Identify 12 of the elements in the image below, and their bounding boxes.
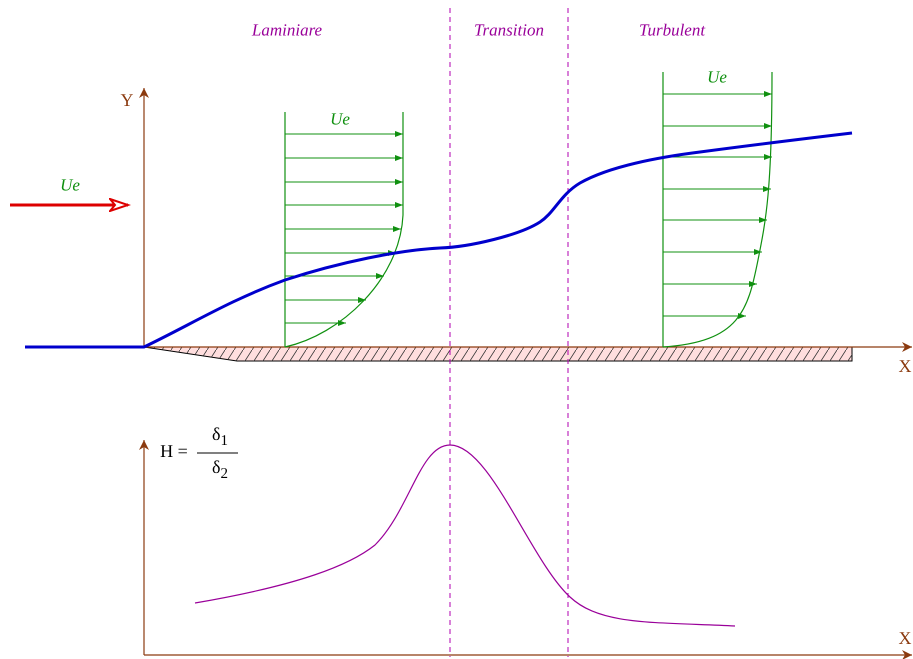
velocity-label: Ue	[60, 176, 80, 194]
velocity-label: Ue	[330, 110, 350, 128]
region-label: Turbulent	[638, 22, 706, 38]
axis-label: X	[898, 629, 912, 647]
region-label: Transition	[474, 22, 544, 38]
axis-label: X	[898, 357, 912, 375]
axis-label: Y	[120, 91, 134, 109]
formula-text: H =	[160, 442, 188, 460]
formula-text: δ$_{2}$	[212, 458, 228, 482]
region-label: Laminiare	[252, 22, 322, 38]
formula-text: δ$_{1}$	[212, 425, 228, 449]
velocity-label: Ue	[707, 68, 727, 86]
